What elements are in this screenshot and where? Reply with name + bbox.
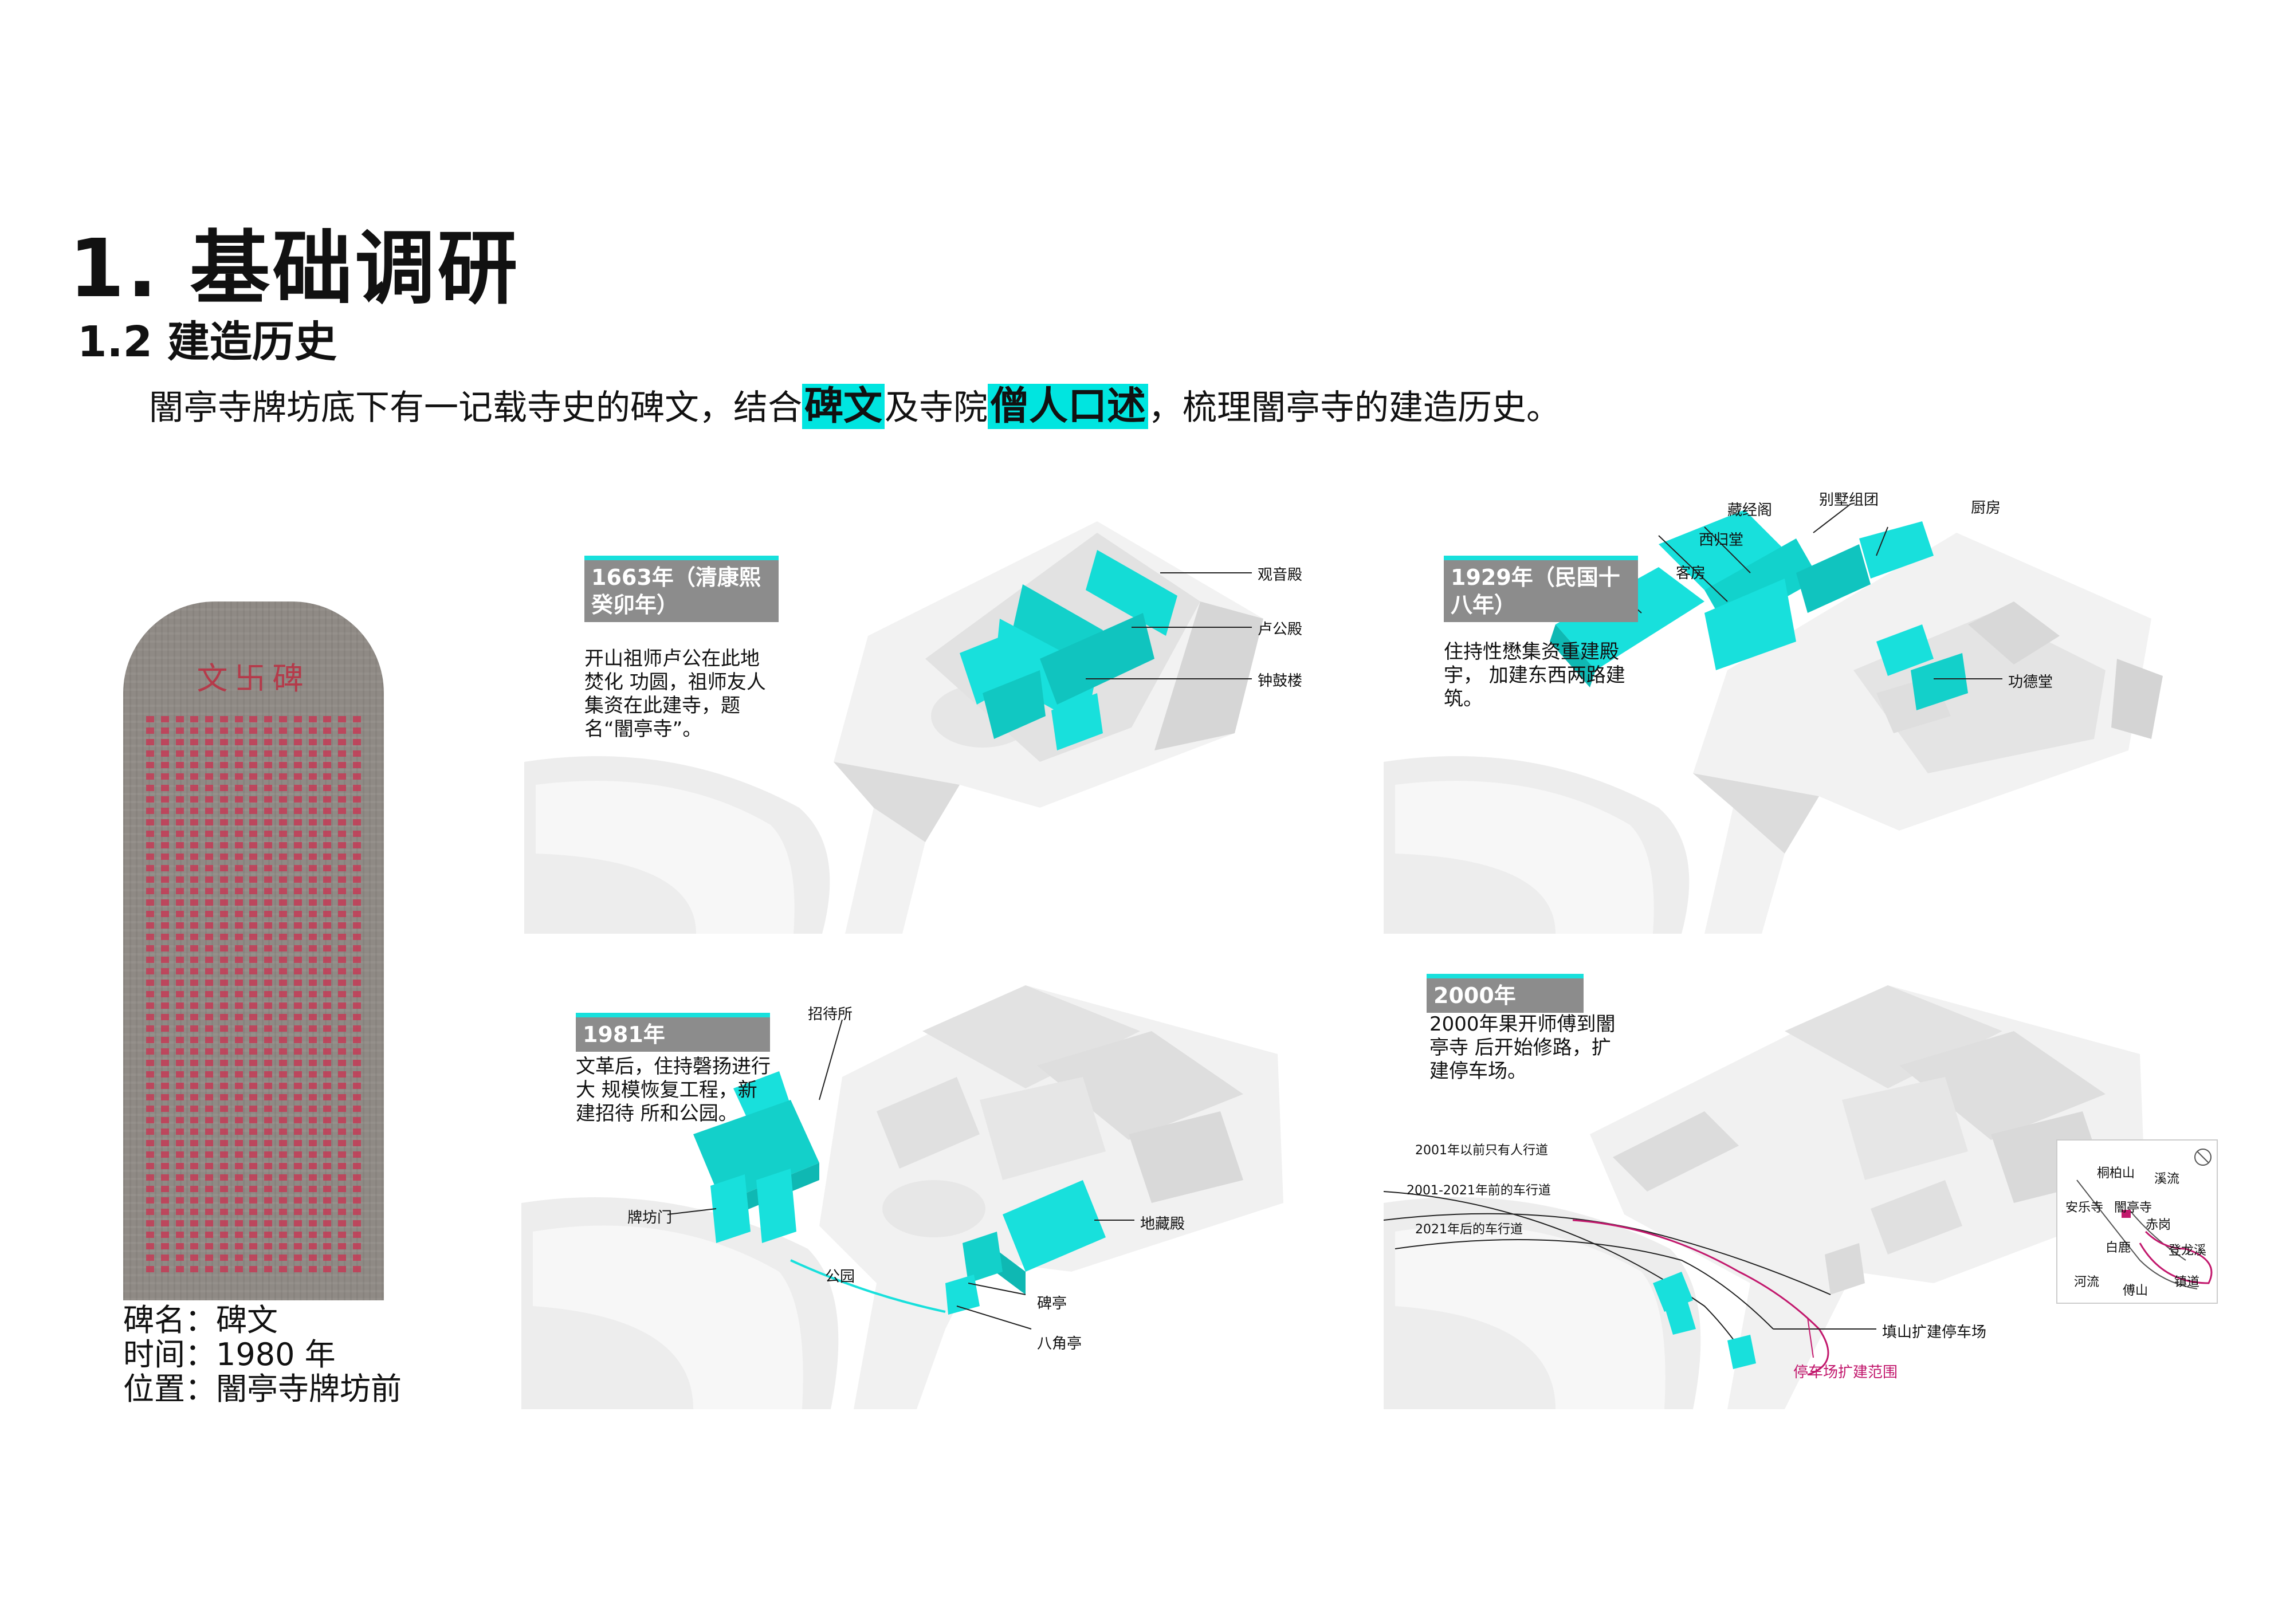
map-label-fushan: 傅山 <box>2123 1284 2148 1298</box>
map-label-stream: 溪流 <box>2154 1172 2180 1186</box>
panel-1981-tag: 1981年 <box>576 1013 770 1052</box>
label-lugong-hall: 卢公殿 <box>1258 621 1303 638</box>
label-guesthouse: 招待所 <box>808 1006 853 1023</box>
stele-text-column <box>264 716 273 1277</box>
stele-text-column <box>279 716 288 1277</box>
panel-1929-tag: 1929年（民国十八年） <box>1444 556 1638 622</box>
stele-photo: 文卐碑 <box>123 601 384 1300</box>
panel-1981-desc: 文革后，住持磬扬进行大 规模恢复工程，新建招待 所和公园。 <box>576 1055 771 1125</box>
label-new-road: 2021年后的车行道 <box>1415 1222 1523 1237</box>
stele-text-column <box>205 716 214 1277</box>
stele-text-column <box>234 716 243 1277</box>
site-model-2000 <box>1384 985 2218 1409</box>
label-stele-pavilion: 碑亭 <box>1037 1295 1067 1312</box>
stele-text-column <box>249 716 258 1277</box>
stele-text-column <box>338 716 347 1277</box>
highlight-stele-text: 碑文 <box>802 384 885 429</box>
map-label-zhendao: 镇道 <box>2174 1275 2200 1289</box>
panel-1929-desc: 住持性懋集资重建殿宇， 加建东西两路建筑。 <box>1444 640 1625 710</box>
site-model-1929 <box>1384 504 2163 934</box>
stele-text-column <box>323 716 332 1277</box>
panel-1981: 1981年 文革后，住持磬扬进行大 规模恢复工程，新建招待 所和公园。 招待所 … <box>521 962 1392 1409</box>
section-title: 1.2 建造历史 <box>77 317 337 367</box>
stele-text-column <box>146 716 154 1277</box>
label-parking-fill: 填山扩建停车场 <box>1882 1324 1987 1341</box>
intro-part1: 闇亭寺牌坊底下有一记载寺史的碑文，结合 <box>149 388 802 428</box>
label-pedestrian-path: 2001年以前只有人行道 <box>1415 1143 1548 1158</box>
intro-text: 闇亭寺牌坊底下有一记载寺史的碑文，结合碑文及寺院僧人口述，梳理闇亭寺的建造历史。 <box>149 381 1561 434</box>
highlight-monk-account: 僧人口述 <box>988 384 1149 429</box>
label-guest-rooms: 客房 <box>1676 565 1706 582</box>
label-xigui-hall: 西归堂 <box>1699 532 1744 549</box>
map-label-chigang: 赤岗 <box>2146 1218 2171 1232</box>
map-label-denglong: 登龙溪 <box>2169 1244 2207 1258</box>
panel-2000-tag: 2000年 <box>1427 974 1584 1013</box>
site-model-1663 <box>524 521 1263 934</box>
stele-text-column <box>308 716 317 1277</box>
label-guanyin-hall: 观音殿 <box>1258 567 1303 584</box>
label-bell-drum-tower: 钟鼓楼 <box>1258 673 1303 690</box>
label-merit-hall: 功德堂 <box>2008 674 2053 691</box>
label-old-road: 2001-2021年前的车行道 <box>1407 1183 1551 1198</box>
panel-1663-desc: 开山祖师卢公在此地焚化 功圆，祖师友人集资在此建寺，题名“闇亭寺”。 <box>584 647 766 741</box>
label-ksitigarbha-hall: 地藏殿 <box>1140 1216 1185 1233</box>
map-label-river: 河流 <box>2074 1275 2100 1289</box>
stele-text-column <box>219 716 228 1277</box>
label-kitchen: 厨房 <box>1971 500 2001 517</box>
panel-1929: 1929年（民国十八年） 住持性懋集资重建殿宇， 加建东西两路建筑。 藏经阁 别… <box>1384 487 2254 934</box>
stele-caption-name: 碑名：碑文 <box>123 1302 278 1338</box>
label-sutra-pavilion: 藏经阁 <box>1727 502 1773 519</box>
stele-text-column <box>190 716 199 1277</box>
page-title: 1. 基础调研 <box>69 222 520 316</box>
map-label-anting: 闇亭寺 <box>2114 1201 2152 1215</box>
panel-1663-tag: 1663年（清康熙癸卯年） <box>584 556 779 622</box>
site-model-1981 <box>521 985 1283 1409</box>
stele-inscription: 文卐碑 <box>197 660 311 697</box>
stele-caption-time: 时间：1980 年 <box>123 1336 336 1373</box>
map-label-bailu: 白鹿 <box>2106 1241 2131 1255</box>
intro-part2: 及寺院 <box>885 388 988 428</box>
stele-text-column <box>352 716 361 1277</box>
panel-1663: 1663年（清康熙癸卯年） 开山祖师卢公在此地焚化 功圆，祖师友人集资在此建寺，… <box>524 487 1395 934</box>
label-park: 公园 <box>825 1268 855 1285</box>
label-octagonal-pavilion: 八角亭 <box>1037 1335 1082 1352</box>
panel-2000: 2000年 2000年果开师傅到闇亭寺 后开始修路，扩建停车场。 2001年以前… <box>1384 962 2254 1409</box>
stele-caption-location: 位置：闇亭寺牌坊前 <box>123 1371 402 1407</box>
intro-part3: ，梳理闇亭寺的建造历史。 <box>1148 388 1561 428</box>
panel-2000-desc: 2000年果开师傅到闇亭寺 后开始修路，扩建停车场。 <box>1429 1013 1616 1083</box>
stele-text-column <box>293 716 302 1277</box>
map-label-anle: 安乐寺 <box>2065 1201 2104 1215</box>
label-archway-gate: 牌坊门 <box>627 1209 673 1226</box>
map-label-tongbai: 桐柏山 <box>2097 1166 2135 1181</box>
stele-text-column <box>160 716 169 1277</box>
label-parking-range: 停车场扩建范围 <box>1793 1364 1898 1381</box>
stele-text-column <box>175 716 184 1277</box>
label-villa-group: 别墅组团 <box>1819 491 1879 509</box>
